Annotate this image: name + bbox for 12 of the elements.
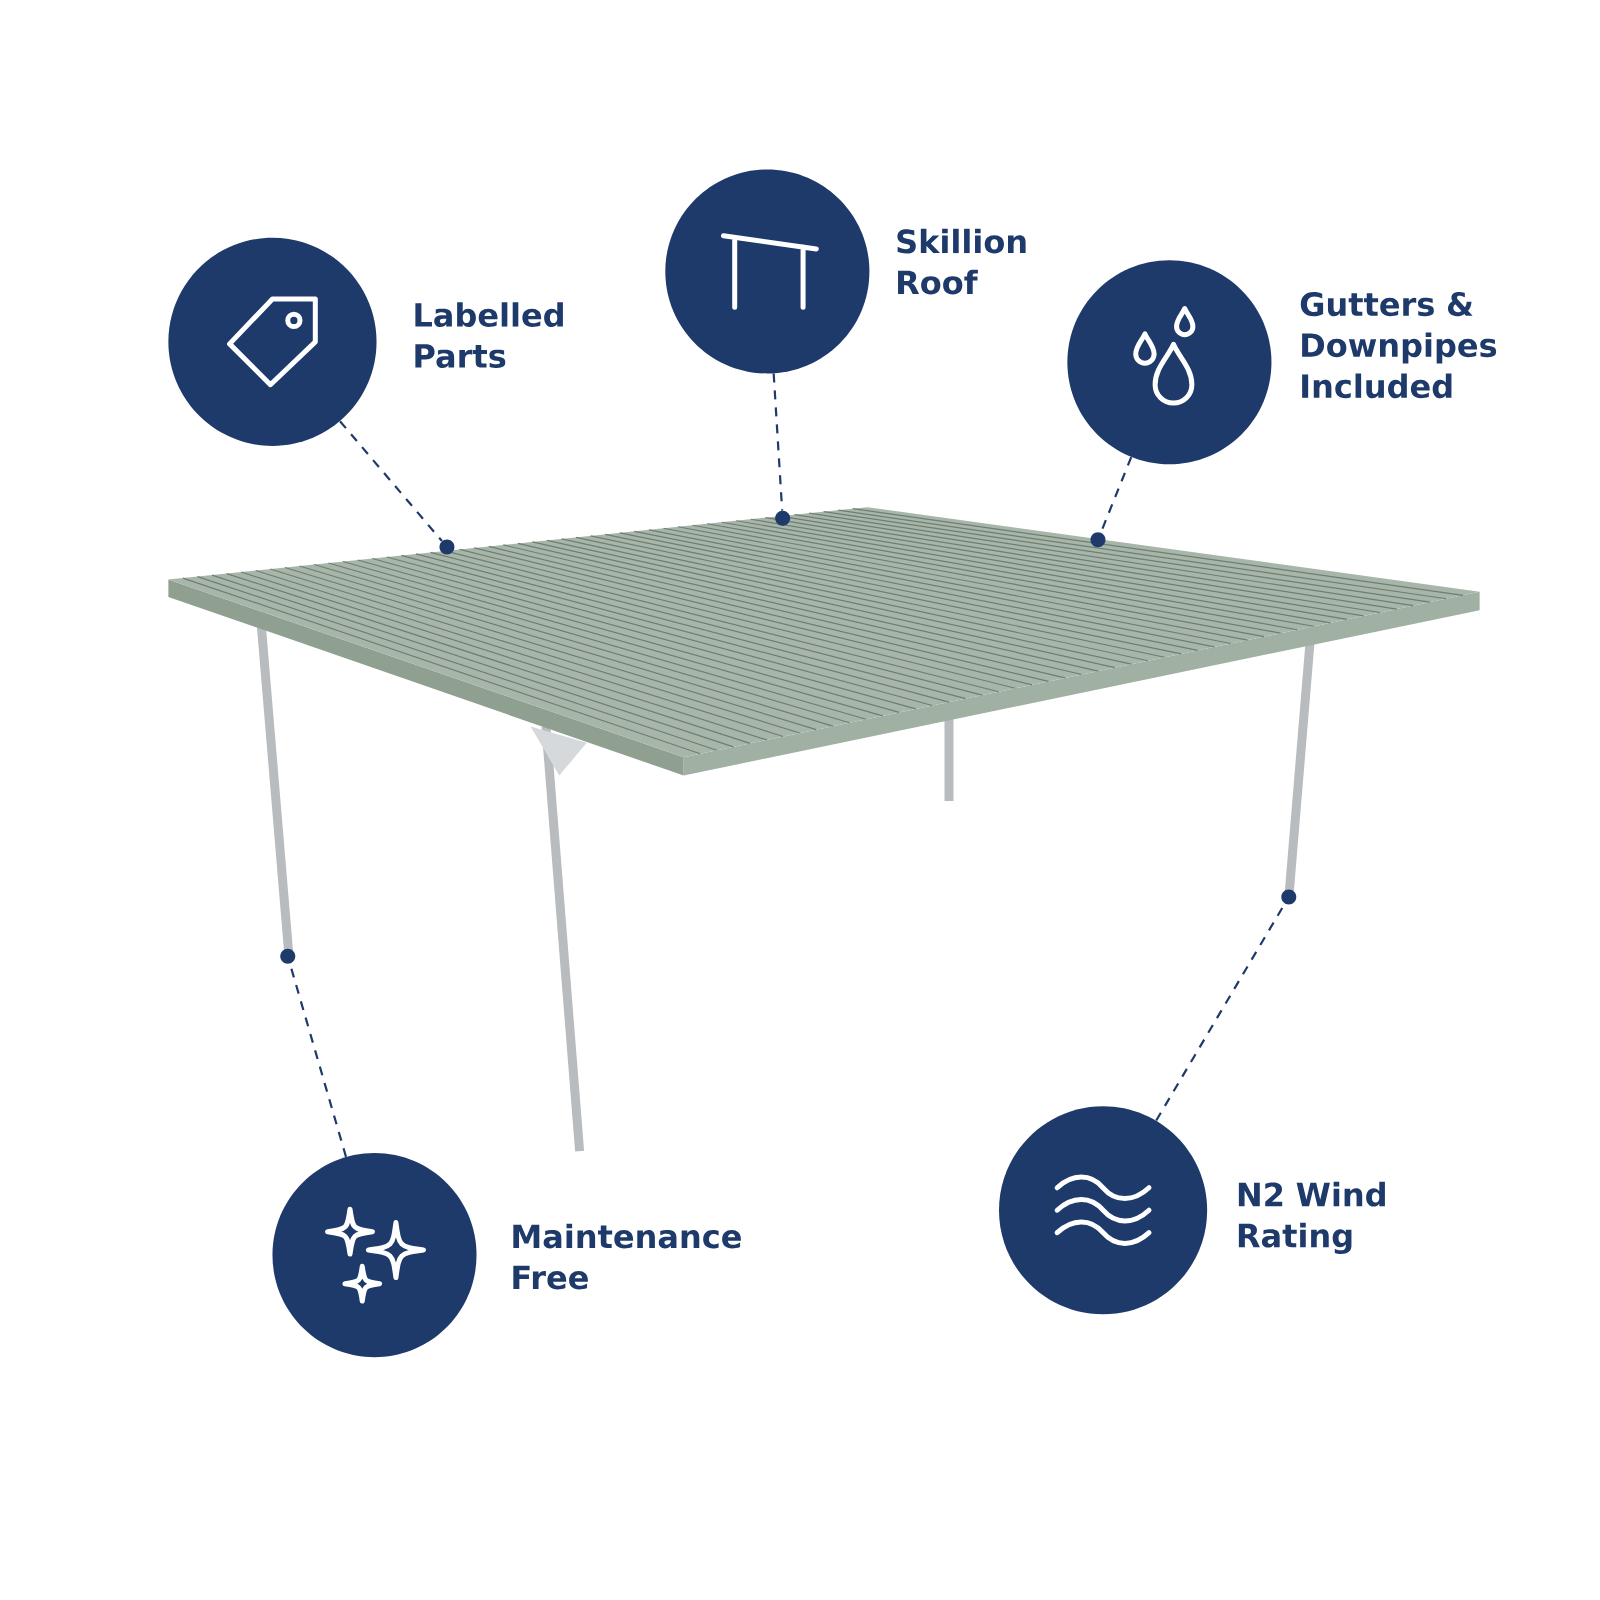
- leader-line: [339, 420, 443, 542]
- feature-label: Labelled Parts: [415, 302, 563, 368]
- feature-label: Maintenance Free: [513, 1223, 741, 1290]
- marker-dot: [439, 539, 455, 555]
- leader-line: [772, 373, 784, 511]
- marker-dot: [1281, 889, 1297, 905]
- feature-label: N2 Wind Rating: [1238, 1181, 1385, 1255]
- marker-dot: [1090, 532, 1106, 548]
- feature-label: Skillion Roof: [897, 228, 1026, 295]
- marker-dot: [280, 948, 296, 964]
- feature-label: Gutters & Downpipes Included: [1300, 292, 1497, 399]
- marker-dot: [775, 510, 791, 526]
